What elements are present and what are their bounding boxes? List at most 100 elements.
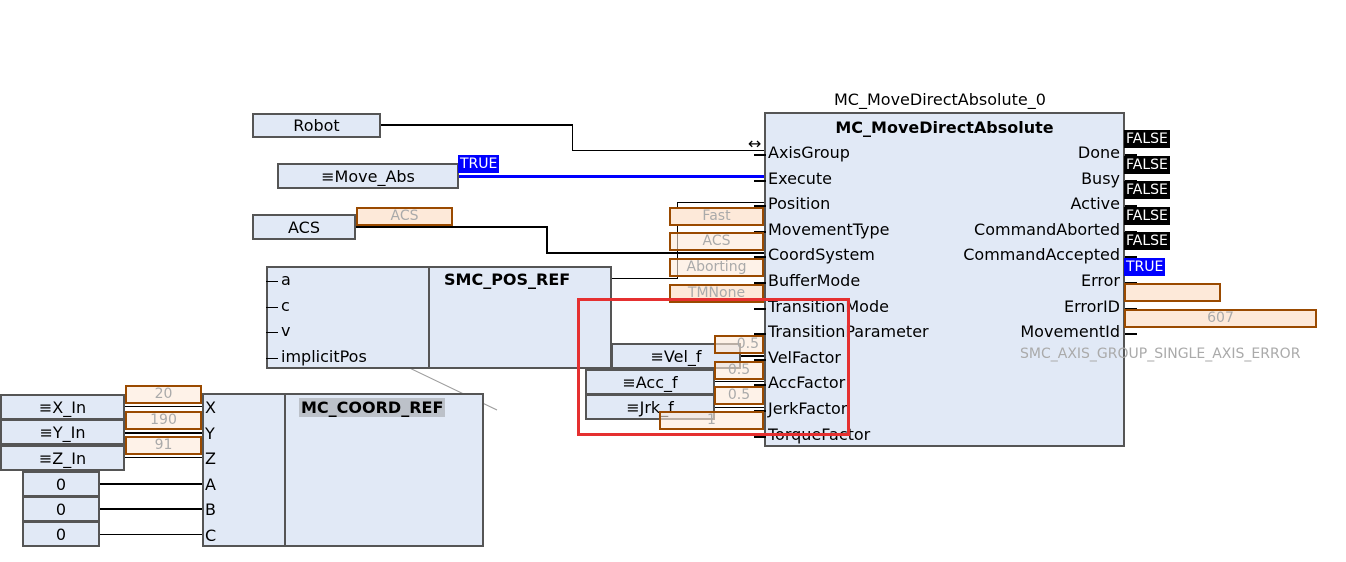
const-a[interactable]: 0 [22, 471, 100, 497]
output-value: TRUE [1124, 258, 1166, 276]
output-pin-done[interactable]: Done [1077, 143, 1120, 162]
output-pin-error[interactable]: Error [1081, 271, 1120, 290]
variable-icon: ≡ [38, 397, 53, 417]
wire [546, 252, 764, 254]
highlight-rectangle [577, 298, 850, 436]
input-pin-z[interactable]: Z [205, 449, 216, 469]
output-pin-busy[interactable]: Busy [1081, 168, 1120, 188]
wire [124, 457, 202, 458]
pin-stub [1125, 256, 1137, 259]
block-type: MC_MoveDirectAbsolute [835, 118, 1054, 137]
input-pin-c[interactable]: c [281, 295, 290, 315]
input-pin-execute[interactable]: Execute [768, 168, 832, 188]
errorid-text: SMC_AXIS_GROUP_SINGLE_AXIS_ERROR [1020, 346, 1301, 362]
input-pin-axisgroup[interactable]: AxisGroup [768, 143, 850, 162]
pin-stub [754, 435, 766, 438]
pin-stub [266, 306, 278, 308]
input-pin-accfactor[interactable]: AccFactor [768, 373, 846, 393]
var-y-in[interactable]: ≡Y_In [0, 419, 125, 445]
input-pin-c[interactable]: C [205, 526, 217, 545]
wire [677, 202, 764, 203]
input-pin-position[interactable]: Position [768, 194, 831, 214]
input-pin-implicitpos[interactable]: implicitPos [281, 346, 367, 366]
input-pin-buffermode[interactable]: BufferMode [768, 271, 861, 290]
wire [99, 483, 202, 485]
var-acc-f[interactable]: ≡Acc_f [585, 369, 715, 395]
instance-name[interactable]: MC_MoveDirectAbsolute_0 [834, 90, 1046, 109]
const-b[interactable]: 0 [22, 496, 100, 522]
buffermode-value: Aborting [669, 258, 764, 277]
divider [428, 268, 430, 367]
output-value: FALSE [1124, 232, 1170, 251]
coordsystem-value: ACS [669, 232, 764, 251]
variable-icon: ≡ [38, 448, 53, 468]
var-acs[interactable]: ACS [252, 214, 356, 240]
var-label: X_In [52, 397, 87, 417]
var-robot[interactable]: Robot [252, 113, 381, 138]
x-value: 20 [125, 385, 202, 404]
var-label: Vel_f [663, 346, 702, 366]
var-label: ACS [288, 217, 320, 237]
wire [714, 381, 764, 382]
pin-stub [754, 154, 766, 156]
wire [99, 534, 202, 535]
output-pin-commandaccepted[interactable]: CommandAccepted [963, 245, 1120, 265]
input-pin-v[interactable]: v [281, 321, 291, 341]
wire [124, 406, 202, 407]
var-z-in[interactable]: ≡Z_In [0, 445, 125, 471]
var-x-in[interactable]: ≡X_In [0, 394, 125, 420]
pin-stub [754, 205, 766, 208]
errorid-value [1124, 283, 1221, 302]
variable-icon: ≡ [39, 422, 53, 442]
pin-stub [1125, 205, 1137, 208]
input-pin-x[interactable]: X [205, 398, 216, 417]
variable-icon: ≡ [650, 346, 664, 366]
wire [546, 226, 548, 254]
variable-icon: ≡ [321, 166, 335, 186]
input-pin-b[interactable]: B [205, 500, 216, 520]
var-label: 0 [55, 499, 67, 519]
pin-stub [754, 384, 766, 387]
input-pin-coordsystem[interactable]: CoordSystem [768, 245, 875, 265]
const-c[interactable]: 0 [22, 521, 100, 547]
pin-stub [754, 282, 766, 284]
output-pin-active[interactable]: Active [1070, 194, 1121, 214]
input-pin-y[interactable]: Y [205, 423, 215, 443]
pin-stub [1125, 307, 1137, 310]
input-pin-transitionmode[interactable]: TransitionMode [768, 296, 889, 316]
velfactor-value: 0.5 [714, 335, 764, 354]
input-pin-a[interactable]: A [205, 474, 216, 494]
output-pin-errorid[interactable]: ErrorID [1063, 296, 1120, 316]
input-pin-a[interactable]: a [281, 270, 291, 289]
pin-stub [1125, 154, 1137, 156]
output-value: FALSE [1124, 206, 1170, 225]
pin-stub [754, 179, 766, 182]
pin-stub [754, 358, 766, 361]
output-pin-commandaborted[interactable]: CommandAborted [974, 219, 1120, 239]
pin-stub [754, 256, 766, 259]
input-pin-velfactor[interactable]: VelFactor [768, 347, 841, 367]
var-label: Acc_f [635, 372, 678, 392]
jerkfactor-value: 0.5 [714, 386, 764, 405]
wire [572, 124, 573, 151]
block-type: SMC_POS_REF [444, 270, 571, 289]
output-pin-movementid[interactable]: MovementId [1020, 322, 1120, 342]
wire [380, 124, 573, 126]
pin-stub [754, 307, 766, 310]
var-label: Move_Abs [334, 166, 415, 186]
input-pin-jerkfactor[interactable]: JerkFactor [768, 399, 848, 418]
pin-stub [266, 332, 278, 334]
variable-icon: ≡ [622, 372, 636, 392]
pin-stub [754, 230, 766, 233]
divider [284, 395, 286, 545]
wire [572, 150, 764, 151]
wire [99, 508, 202, 510]
var-move-abs[interactable]: ≡Move_Abs [277, 163, 459, 189]
wire [124, 432, 202, 434]
movementtype-value: Fast [669, 207, 764, 226]
input-pin-movementtype[interactable]: MovementType [768, 219, 890, 239]
var-label: Robot [293, 116, 340, 135]
